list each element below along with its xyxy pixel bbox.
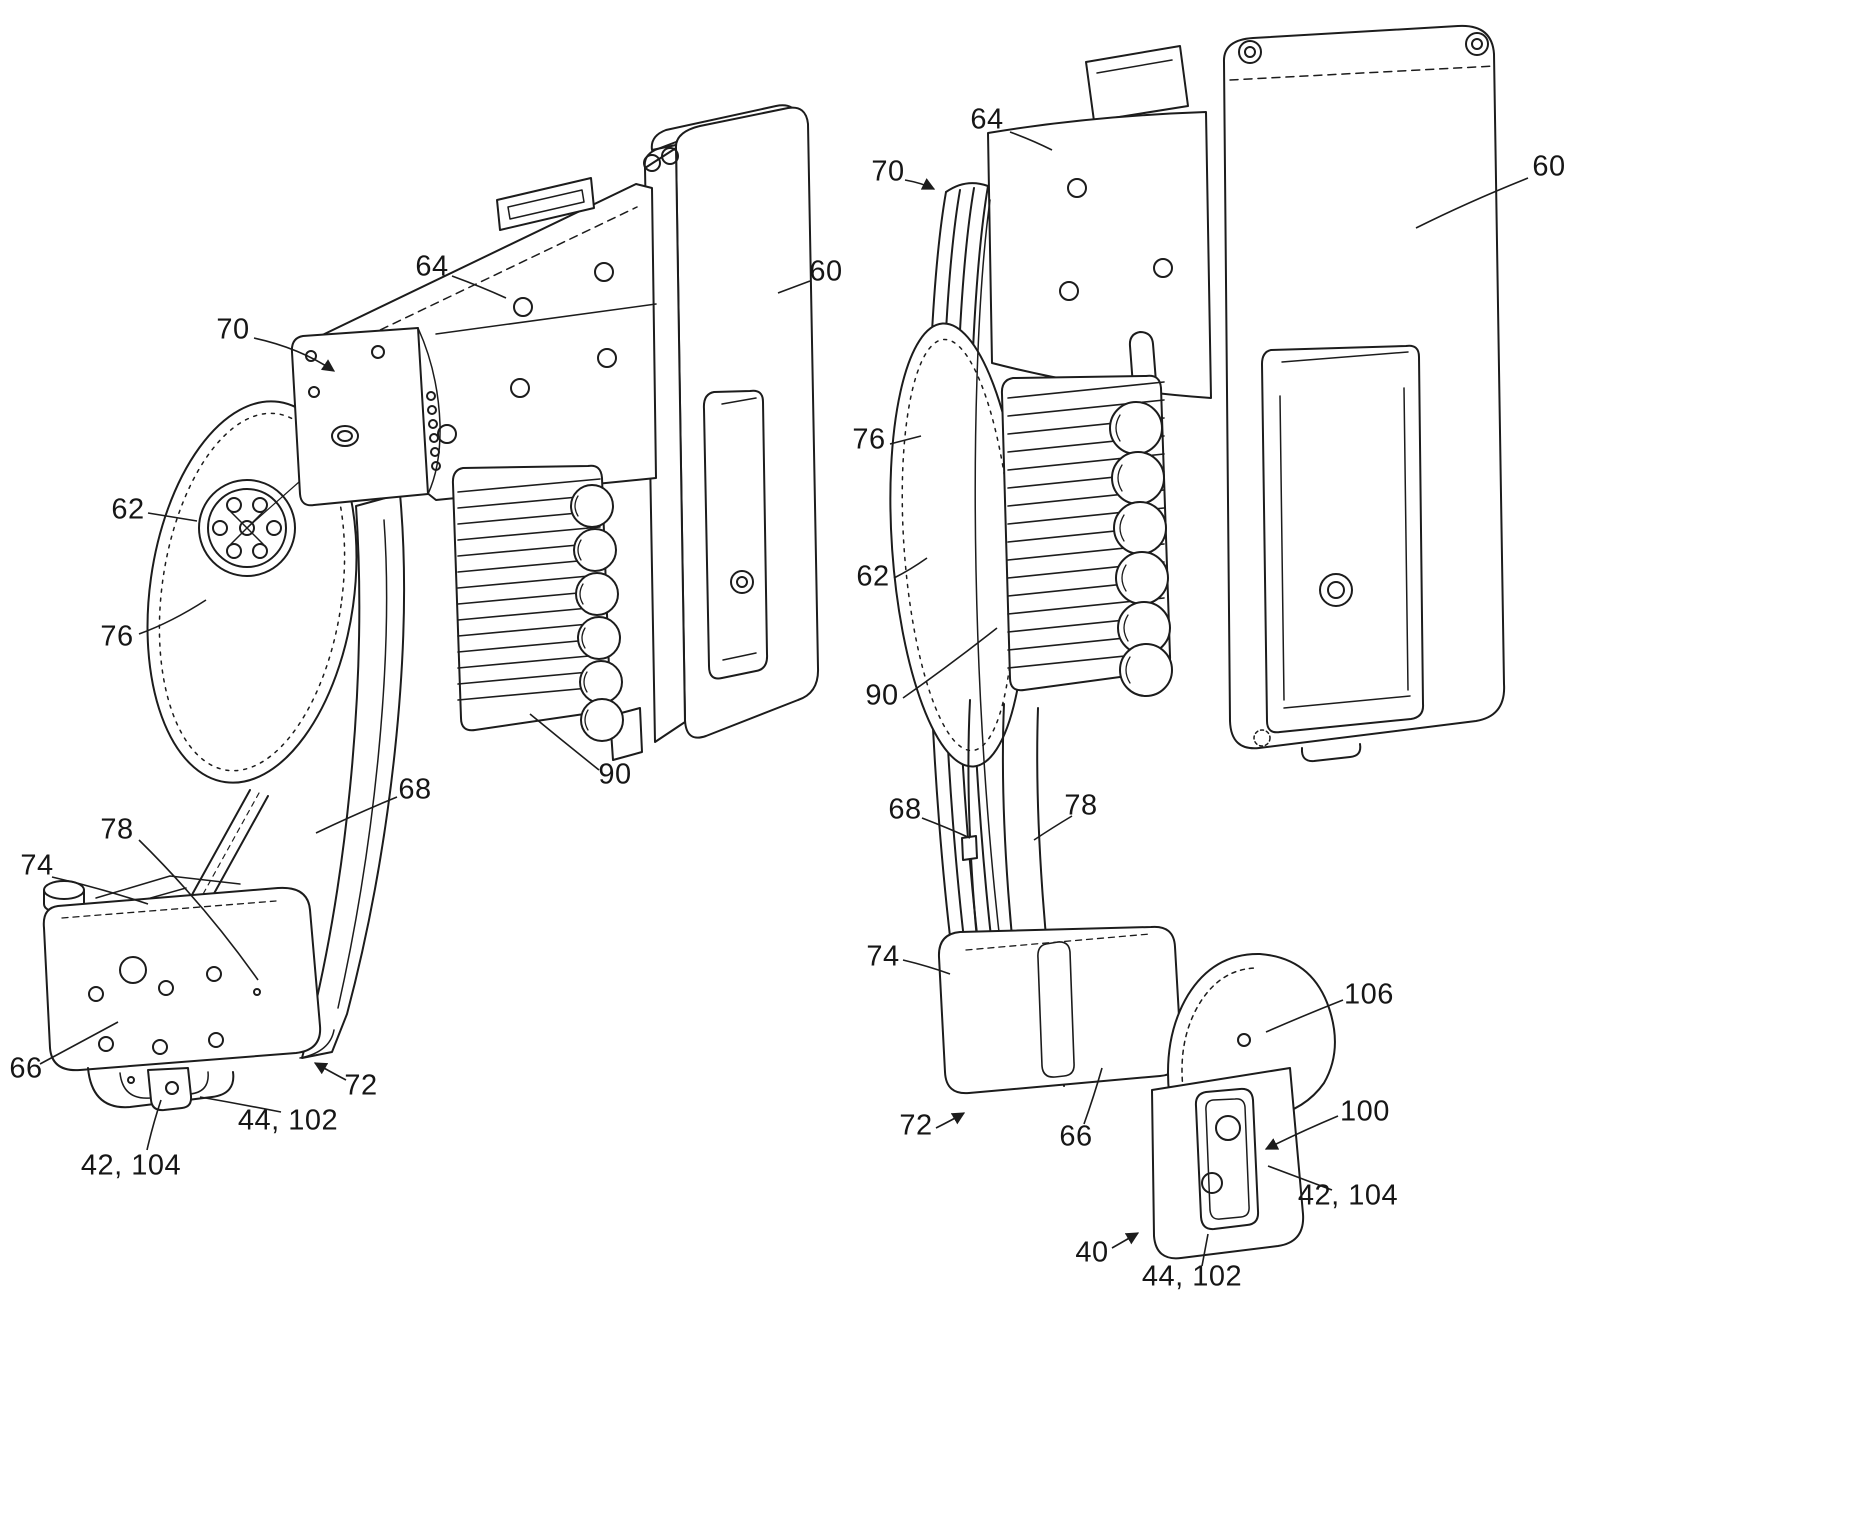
ref-label-70-right: 70 [871, 155, 905, 188]
ref-label-60-right: 60 [1532, 150, 1566, 183]
leader-line-100-right [1264, 1115, 1339, 1150]
ref-label-42-104-left: 42, 104 [80, 1149, 182, 1182]
mounting-bracket-64-right [987, 111, 1212, 399]
ref-label-68-left: 68 [398, 773, 432, 806]
battery-cells-right [1109, 401, 1173, 697]
heel-cap-106-right [1167, 952, 1336, 1120]
battery-pack-60-right [1222, 24, 1506, 763]
leader-line-68-right [921, 817, 971, 839]
ref-label-78-left: 78 [100, 813, 134, 846]
ref-label-62-right: 62 [856, 560, 890, 593]
ref-label-44-102-right: 44, 102 [1141, 1260, 1243, 1293]
lower-plate-66-right [937, 925, 1183, 1095]
ref-label-62-left: 62 [111, 493, 145, 526]
leader-line-60-right [1415, 177, 1529, 229]
leader-line-62-left [147, 512, 198, 522]
leader-line-78-left [138, 839, 259, 981]
leader-line-76-left [138, 599, 207, 635]
left-figure-drawing [42, 104, 820, 1112]
leader-line-42-104-right [1267, 1165, 1333, 1191]
ref-label-66-left: 66 [9, 1052, 43, 1085]
leader-line-64-right [1009, 131, 1053, 151]
leader-line-40-right [1111, 1232, 1140, 1249]
top-bracket-right [1085, 45, 1189, 122]
leader-line-90-left [529, 713, 600, 771]
ref-label-72-left: 72 [344, 1069, 378, 1102]
battery-pack-60-left [609, 104, 820, 761]
leader-line-74-left [51, 876, 149, 905]
ref-label-100-right: 100 [1340, 1095, 1390, 1128]
ref-label-78-right: 78 [1064, 789, 1098, 822]
battery-cells-left [570, 484, 624, 742]
leader-line-74-right [902, 959, 951, 975]
leader-line-68-left [315, 796, 398, 834]
leader-line-70-left [253, 337, 336, 372]
leader-line-90-right [902, 627, 998, 699]
leader-line-44-102-right [1201, 1233, 1209, 1267]
ref-label-64-right: 64 [970, 103, 1004, 136]
leader-line-106-right [1265, 999, 1344, 1033]
leader-line-76-right [889, 435, 922, 445]
ref-label-76-left: 76 [100, 620, 134, 653]
ref-label-44-102-left: 44, 102 [237, 1104, 339, 1137]
ref-label-76-right: 76 [852, 423, 886, 456]
left-figure-leaders [39, 275, 811, 1151]
ref-label-90-right: 90 [865, 679, 899, 712]
ref-label-40-right: 40 [1075, 1236, 1109, 1269]
ref-label-72-right: 72 [899, 1109, 933, 1142]
ref-label-68-right: 68 [888, 793, 922, 826]
leader-line-70-right [904, 178, 936, 190]
ref-label-90-left: 90 [598, 758, 632, 791]
ankle-bracket-42-44-left [87, 1067, 235, 1112]
support-rods-78-left [187, 789, 269, 909]
right-figure-drawing [889, 24, 1506, 1260]
leader-line-44-102-left [199, 1096, 282, 1113]
ref-label-64-left: 64 [415, 250, 449, 283]
leader-line-72-left [313, 1062, 347, 1081]
foot-plate-66-left [42, 886, 322, 1072]
ref-label-60-left: 60 [809, 255, 843, 288]
hub-62-left [198, 479, 300, 577]
ref-label-70-left: 70 [216, 313, 250, 346]
ref-label-66-right: 66 [1059, 1120, 1093, 1153]
leader-line-78-right [1033, 815, 1073, 841]
ref-label-74-left: 74 [20, 849, 54, 882]
leader-line-66-left [39, 1021, 119, 1065]
ref-label-106-right: 106 [1344, 978, 1394, 1011]
leader-line-62-right [893, 557, 928, 579]
leader-line-72-right [935, 1112, 966, 1129]
pivot-plate-70-left [290, 327, 441, 507]
ref-label-74-right: 74 [866, 940, 900, 973]
leader-line-42-104-left [146, 1099, 162, 1151]
link-arm-68-left [299, 493, 405, 1059]
leader-line-60-left [777, 280, 811, 294]
leader-line-64-left [451, 275, 507, 299]
foot-bracket-100-right [1151, 1067, 1305, 1260]
ref-label-42-104-right: 42, 104 [1297, 1179, 1399, 1212]
leader-line-66-right [1083, 1067, 1103, 1125]
right-figure-leaders [889, 131, 1529, 1267]
